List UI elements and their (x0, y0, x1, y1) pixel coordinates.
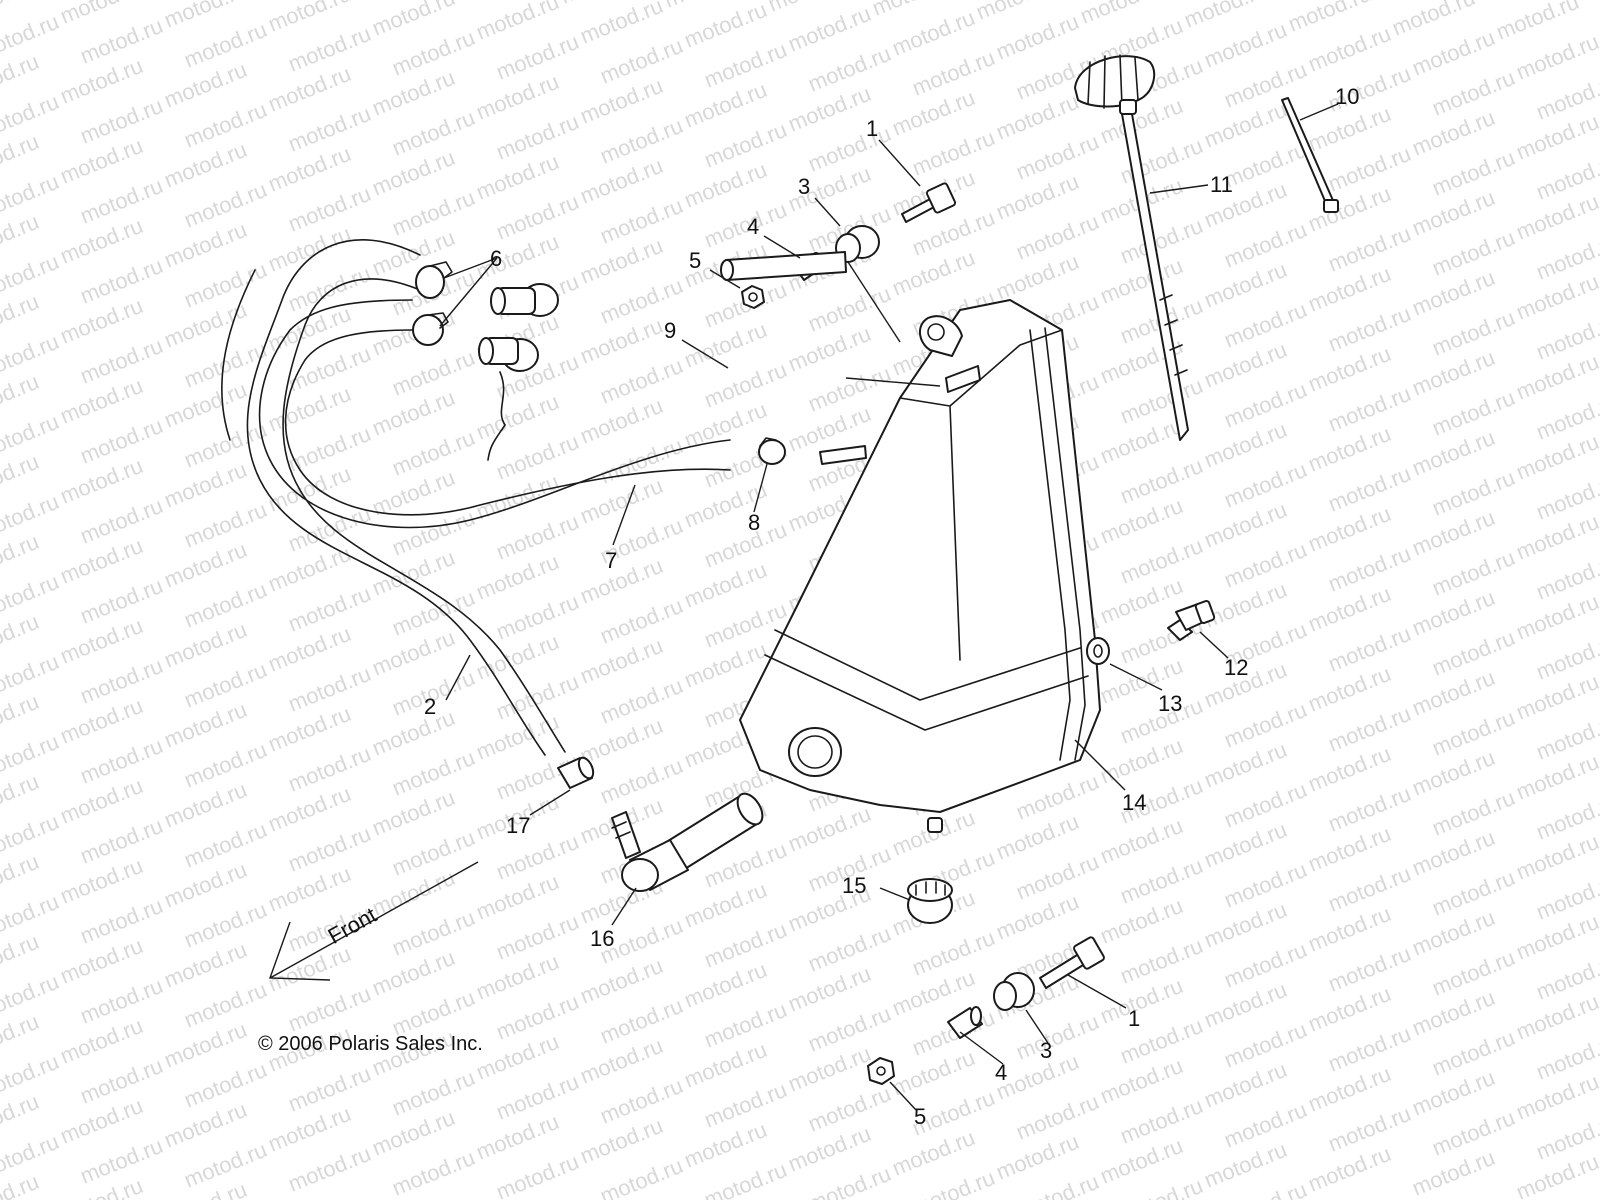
watermark-text: motod.ru (785, 1, 875, 57)
watermark-text: motod.ru (285, 1141, 375, 1197)
callout-8: 8 (748, 510, 760, 535)
vent-hose-9 (720, 251, 847, 281)
hose-clamp-8 (758, 437, 786, 465)
callout-15: 15 (842, 873, 866, 898)
nut-5-lower (867, 1057, 895, 1085)
callout-10: 10 (1335, 84, 1359, 109)
hose-2 (246, 239, 566, 756)
watermark-text: motod.ru (1305, 21, 1395, 77)
nut-5-upper (741, 285, 765, 309)
watermark-text: motod.ru (1513, 29, 1600, 85)
callout-4-upper: 4 (747, 214, 759, 239)
filler-cap-dipstick-11 (1074, 54, 1189, 441)
watermark-text: motod.ru (701, 1157, 791, 1200)
copyright-notice: © 2006 Polaris Sales Inc. (258, 1033, 483, 1055)
callout-1-upper: 1 (866, 116, 878, 141)
callout-11: 11 (1210, 172, 1233, 197)
grommet-15 (907, 878, 953, 924)
callout-12: 12 (1224, 655, 1248, 680)
watermark-text: motod.ru (889, 5, 979, 61)
bolt-1-lower (1039, 936, 1105, 989)
oil-tank-14 (739, 299, 1101, 833)
callout-6: 6 (490, 246, 502, 271)
bolt-1-upper (901, 182, 957, 223)
watermark-text: motod.ru (577, 0, 667, 49)
drain-plug-12 (1167, 600, 1216, 641)
leader-lines (439, 103, 1339, 1111)
tie-strap-10 (1281, 97, 1339, 213)
front-direction-arrow (269, 861, 479, 981)
callout-3-lower: 3 (1040, 1038, 1052, 1063)
watermark-text: motod.ru (1597, 0, 1600, 49)
bushing-4-lower (947, 1006, 983, 1039)
callout-4-lower: 4 (995, 1060, 1007, 1085)
elbow-fitting-16 (611, 792, 764, 892)
sealing-washer-13 (1086, 637, 1110, 665)
barb-fitting (819, 445, 867, 465)
callout-2: 2 (424, 694, 436, 719)
watermark-text: motod.ru (1201, 17, 1291, 73)
hose-fitting-lower (478, 337, 539, 461)
watermark-text: motod.ru (1409, 25, 1499, 81)
hose-clamp-6-upper (415, 261, 453, 299)
callout-14: 14 (1122, 790, 1146, 815)
watermark-text: motod.ru (597, 1153, 687, 1200)
callout-1-lower: 1 (1128, 1006, 1140, 1031)
callout-17: 17 (506, 813, 530, 838)
callout-16: 16 (590, 926, 614, 951)
callout-5-lower: 5 (914, 1104, 926, 1129)
hose-fitting-upper (490, 283, 559, 317)
grommet-3-lower (993, 972, 1035, 1011)
hose-7 (221, 269, 731, 529)
callout-3-upper: 3 (798, 174, 810, 199)
hose-clamp-6-lower (412, 312, 449, 346)
callout-9: 9 (664, 318, 676, 343)
callout-7: 7 (605, 548, 617, 573)
watermark-text: motod.ru (681, 0, 771, 53)
hose-connector-17 (557, 756, 595, 789)
callout-13: 13 (1158, 691, 1182, 716)
callout-5-upper: 5 (689, 248, 701, 273)
watermark-text: motod.ru (993, 9, 1083, 65)
watermark-text: motod.ru (389, 1145, 479, 1200)
watermark-text: motod.ru (493, 1149, 583, 1200)
